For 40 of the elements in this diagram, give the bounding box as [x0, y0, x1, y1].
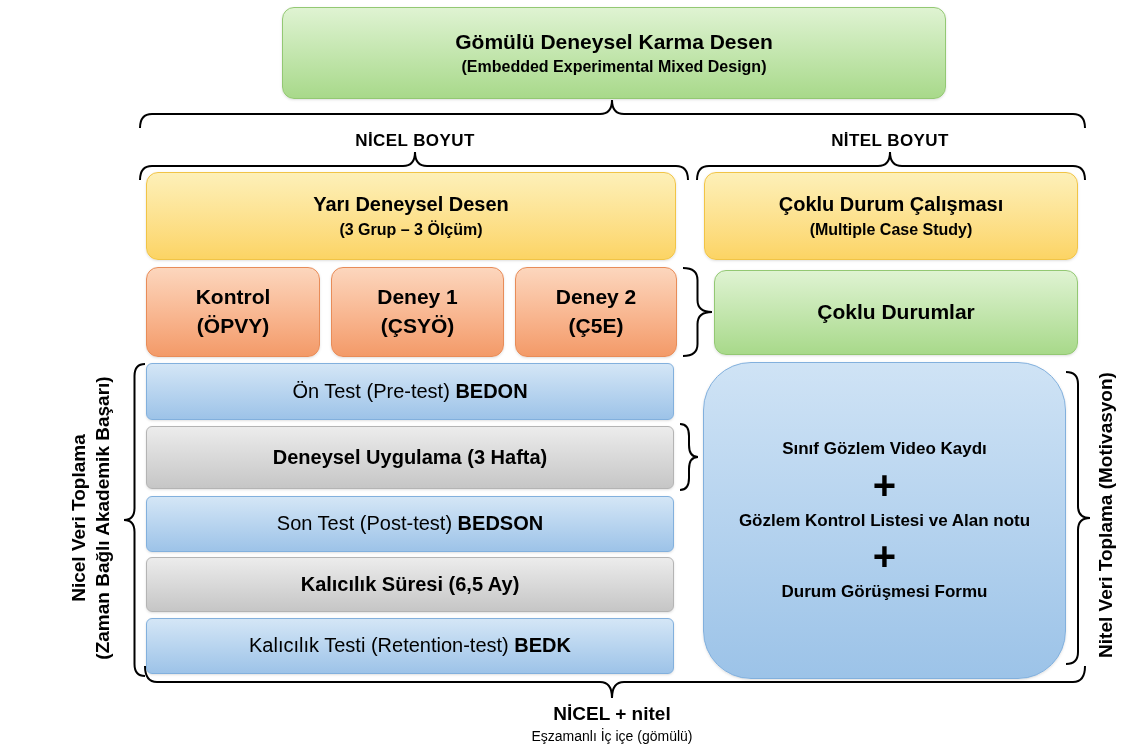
group-box [331, 267, 504, 357]
data-collection-panel [703, 362, 1066, 679]
subtitle: (Multiple Case Study) [809, 219, 973, 240]
box-label: Kalıcılık Testi (Retention-test) BEDK [249, 633, 571, 659]
box-label: Deneysel Uygulama (3 Hafta) [272, 444, 548, 470]
box-label: Gözlem Kontrol Listesi ve Alan notu [738, 509, 1031, 532]
design-box [146, 172, 676, 260]
subtitle: (3 Grup – 3 Ölçüm) [339, 219, 483, 240]
box-label: Deney 1 (ÇSYÖ) [376, 284, 459, 339]
box-label: Kalıcılık Süresi (6,5 Ay) [300, 571, 520, 597]
box-label: Sınıf Gözlem Video Kaydı [782, 438, 987, 461]
box-label: Gömülü Deneysel Karma Desen [455, 28, 773, 55]
axis-label: Nicel Veri Toplama [67, 434, 90, 602]
design-box [704, 172, 1078, 260]
box-label: Çoklu Durum Çalışması [778, 192, 1004, 218]
axis-label: Eşzamanlı İç içe (gömülü) [530, 727, 694, 746]
axis-label: NİCEL BOYUT [354, 130, 476, 152]
plus-sign: + [872, 536, 897, 577]
phase-bar [146, 426, 674, 489]
test-bar [146, 618, 674, 674]
plus-sign: + [872, 464, 897, 505]
box-label: Yarı Deneysel Desen [313, 192, 509, 218]
subtitle: (Embedded Experimental Mixed Design) [461, 57, 767, 78]
axis-label: NİCEL + nitel [552, 702, 672, 726]
box-label: Durum Görüşmesi Formu [781, 581, 988, 604]
box-label: Son Test (Post-test) BEDSON [276, 511, 544, 537]
case-box [714, 270, 1078, 355]
group-box [146, 267, 320, 357]
box-label: Deney 2 (Ç5E) [554, 284, 638, 339]
box-label: Kontrol (ÖPVY) [194, 284, 272, 339]
box-label: Çoklu Durumlar [817, 299, 975, 326]
phase-bar [146, 557, 674, 612]
axis-label: NİTEL BOYUT [830, 130, 950, 152]
group-box [515, 267, 677, 357]
box-label: Ön Test (Pre-test) BEDON [292, 378, 528, 404]
test-bar [146, 496, 674, 552]
title-box [282, 7, 946, 99]
axis-label: (Zaman Bağlı Akademik Başarı) [90, 376, 114, 660]
test-bar [146, 363, 674, 420]
axis-label: Nitel Veri Toplama (Motivasyon) [1094, 372, 1117, 658]
